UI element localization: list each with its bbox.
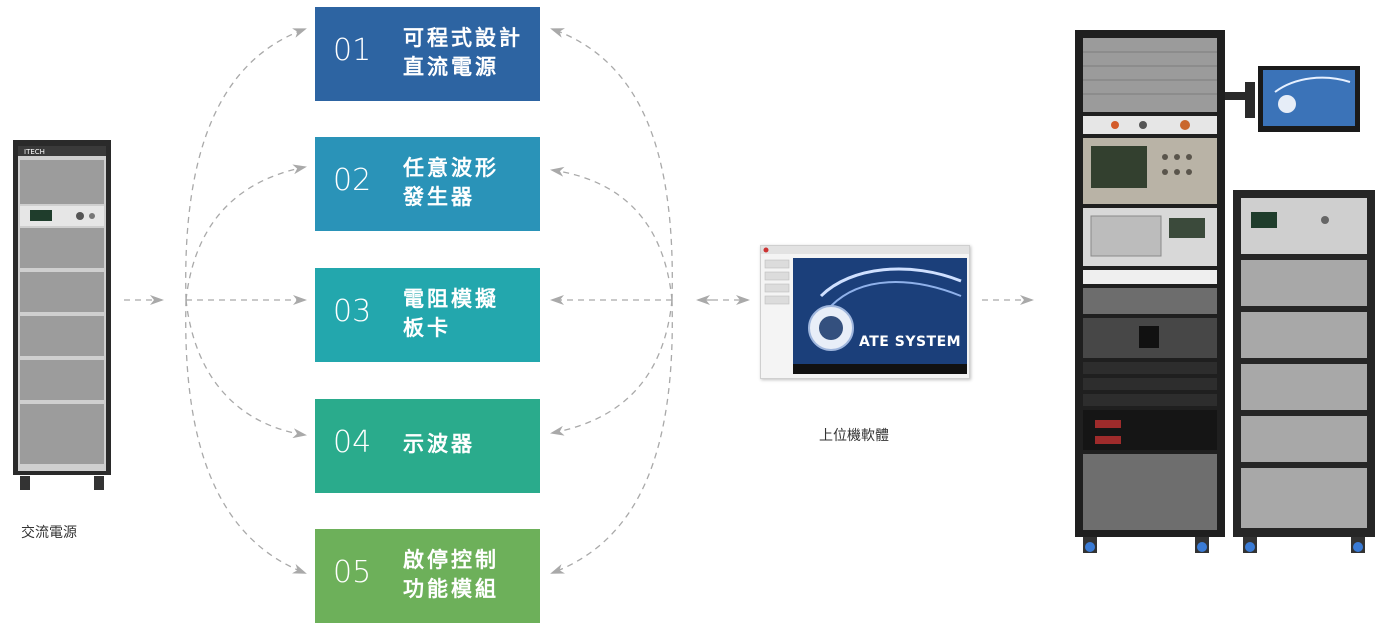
arrow-hub-to-04 (185, 299, 307, 439)
module-03-title-line1: 電阻模擬 (403, 287, 499, 311)
module-03-number: 03 (333, 294, 372, 329)
host-software-label: 上位機軟體 (819, 428, 889, 444)
module-05-number: 05 (333, 555, 372, 590)
module-02-title-line1: 任意波形 (403, 156, 499, 180)
module-05: 05 啟停控制 功能模組 (315, 529, 540, 623)
arrow-righthub-to-02 (550, 166, 673, 301)
module-04: 04 示波器 (315, 399, 540, 493)
module-02-number: 02 (333, 163, 372, 198)
arrow-righthub-to-04 (550, 299, 673, 436)
module-02-title-line2: 發生器 (403, 185, 475, 209)
arrow-hub-to-02 (185, 164, 307, 301)
ac-source-label: 交流電源 (21, 525, 77, 541)
ac-source-cabinet: ITECH (10, 140, 114, 492)
arrow-hub-to-05 (185, 299, 307, 574)
module-03: 03 電阻模擬 板卡 (315, 268, 540, 362)
module-01-title-line2: 直流電源 (403, 55, 499, 79)
ate-rack-system (1065, 22, 1385, 557)
module-01-title-line1: 可程式設計 (403, 26, 523, 50)
module-05-title-line1: 啟停控制 (403, 548, 499, 572)
module-04-number: 04 (333, 425, 372, 460)
software-brand-text: ATE SYSTEM (859, 334, 962, 350)
module-01-number: 01 (333, 33, 372, 68)
module-03-title-line2: 板卡 (403, 316, 451, 340)
module-01: 01 可程式設計 直流電源 (315, 7, 540, 101)
arrow-hub-to-01 (185, 28, 307, 301)
svg-text:ITECH: ITECH (24, 148, 45, 156)
arrow-righthub-to-01 (550, 28, 673, 301)
module-04-title-line1: 示波器 (403, 432, 475, 456)
host-software-screenshot: ATE SYSTEM (760, 245, 970, 379)
module-02: 02 任意波形 發生器 (315, 137, 540, 231)
arrow-righthub-to-05 (550, 299, 673, 574)
module-05-title-line2: 功能模組 (403, 577, 499, 601)
